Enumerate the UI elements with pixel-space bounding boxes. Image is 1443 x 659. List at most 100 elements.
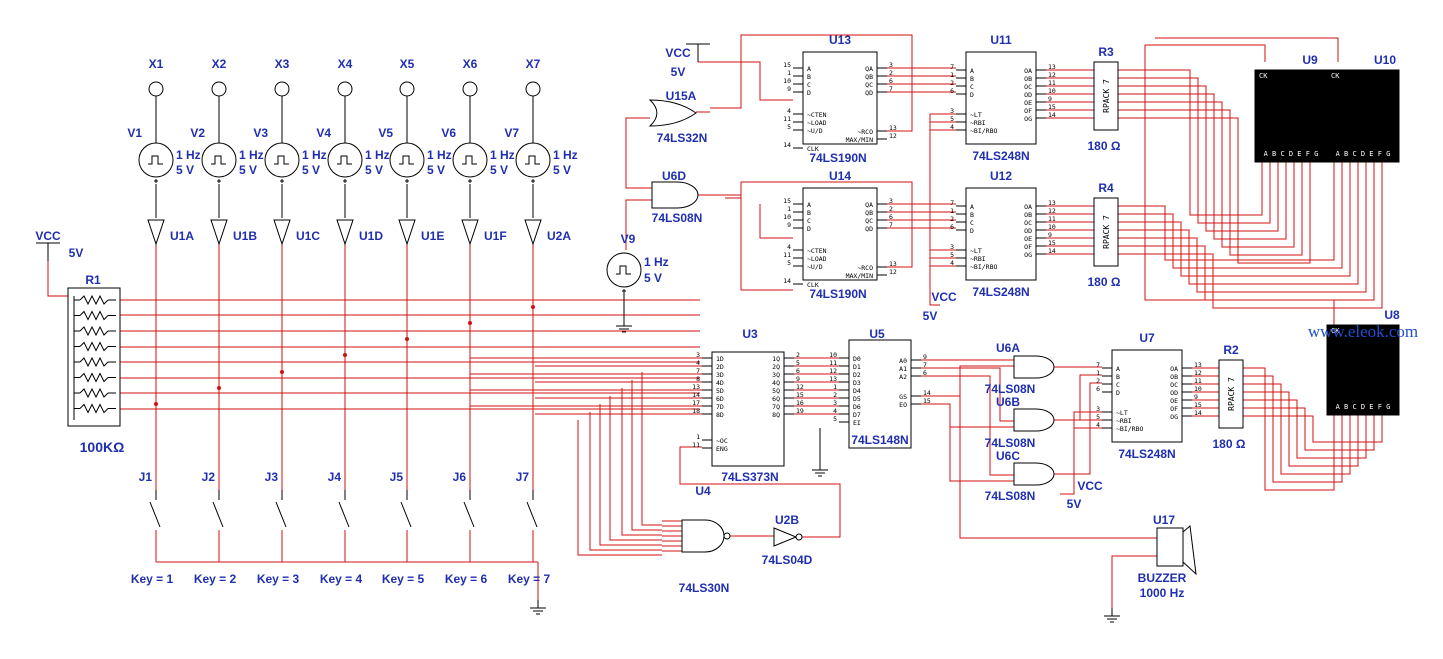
- pin-label: ~BI/RBO: [1116, 425, 1143, 433]
- vcc-voltage: 5V: [923, 309, 938, 323]
- clock-voltage: 5 V: [490, 163, 508, 177]
- rpack-part: RPACK 7: [1102, 215, 1111, 249]
- pin-label: OB: [1170, 373, 1178, 381]
- pin-label: 2D: [716, 363, 724, 371]
- pin-number: 1: [787, 205, 791, 213]
- counter-u13: [802, 51, 878, 145]
- switch-label: J2: [202, 470, 216, 484]
- pin-label: 5D: [716, 387, 724, 395]
- inverter-icon: [147, 219, 165, 246]
- v9-frequency: 1 Hz: [644, 255, 669, 269]
- inverter-icon: [461, 219, 479, 246]
- display-name: U9: [1302, 53, 1318, 67]
- u11-part: 74LS248N: [972, 149, 1029, 163]
- clock-voltage: 5 V: [302, 163, 320, 177]
- pin-number: 2: [833, 391, 837, 399]
- pin-label: ~LOAD: [807, 119, 827, 127]
- junction-dot: [405, 337, 409, 341]
- clock-name: V3: [253, 126, 268, 140]
- pin-label: C: [970, 83, 974, 91]
- probe-label: X3: [275, 57, 290, 71]
- u6a-part: 74LS08N: [985, 382, 1036, 396]
- vcc-icon: [686, 43, 710, 62]
- clock-source-icon: [452, 142, 488, 183]
- pin-label: 5Q: [772, 387, 780, 395]
- wire: [621, 388, 662, 536]
- wire: [1128, 109, 1303, 256]
- pin-label: QC: [865, 217, 873, 225]
- probe-icon: [399, 81, 415, 97]
- pin-label: OA: [1024, 67, 1032, 75]
- and-gate-u6b: [1013, 408, 1055, 432]
- pin-number: 11: [829, 359, 837, 367]
- pin-label: 8Q: [772, 411, 780, 419]
- wire: [463, 501, 475, 528]
- pin-number: 3: [696, 351, 700, 359]
- rpack-value: 180 Ω: [1088, 139, 1121, 153]
- pin-number: 11: [783, 115, 791, 123]
- pin-label: OE: [1024, 235, 1032, 243]
- junction-dot: [217, 386, 221, 390]
- junction-dot: [531, 305, 535, 309]
- pin-label: D5: [853, 395, 861, 403]
- display-segments: A B C D E F G: [1336, 403, 1391, 411]
- pin-label: B: [970, 75, 974, 83]
- nand-gate-u4: [681, 519, 725, 553]
- pin-label: OD: [1024, 227, 1032, 235]
- pin-number: 14: [1048, 247, 1056, 255]
- pin-label: A2: [899, 373, 907, 381]
- r1-value: 100KΩ: [80, 439, 125, 455]
- probe-label: X2: [212, 57, 227, 71]
- pin-label: 3Q: [772, 371, 780, 379]
- wire: [1253, 391, 1359, 467]
- pin-number: 13: [889, 260, 897, 268]
- pin-label: ~OC: [716, 437, 728, 445]
- wire: [1253, 367, 1335, 491]
- clock-frequency: 1 Hz: [239, 148, 264, 162]
- buzzer-name: U17: [1153, 513, 1175, 527]
- pin-number: 2: [889, 205, 893, 213]
- pin-number: 6: [950, 223, 954, 231]
- wire: [1128, 162, 1359, 285]
- pin-label: D: [807, 89, 811, 97]
- u6a-name: U6A: [996, 341, 1020, 355]
- pin-number: 11: [1048, 79, 1056, 87]
- pin-label: QB: [865, 73, 873, 81]
- ground-icon: [1104, 608, 1120, 623]
- pin-number: 11: [1194, 377, 1202, 385]
- wire: [275, 501, 287, 528]
- pin-number: 7: [950, 199, 954, 207]
- pin-number: 13: [1048, 63, 1056, 71]
- inverter-icon: [336, 219, 354, 246]
- pin-number: 2: [950, 215, 954, 223]
- pin-label: 4Q: [772, 379, 780, 387]
- wire: [1253, 375, 1343, 483]
- pin-label: OG: [1024, 251, 1032, 259]
- pin-label: D4: [853, 387, 861, 395]
- probe-label: X4: [338, 57, 353, 71]
- wire: [698, 61, 761, 100]
- u13-part: 74LS190N: [809, 151, 866, 165]
- rpack-part: RPACK 7: [1102, 79, 1111, 113]
- pin-label: OA: [1170, 365, 1178, 373]
- probe-icon: [211, 81, 227, 97]
- pin-label: OE: [1170, 397, 1178, 405]
- wire: [921, 403, 1014, 428]
- vcc-icon: [36, 242, 60, 261]
- key-label: Key = 5: [382, 572, 425, 586]
- pin-number: 13: [1048, 199, 1056, 207]
- pin-label: QC: [865, 81, 873, 89]
- resistor-icon: [79, 403, 109, 414]
- pin-label: QD: [865, 225, 873, 233]
- pin-label: OE: [1024, 99, 1032, 107]
- pin-label: EI: [853, 419, 861, 427]
- pin-number: 6: [889, 77, 893, 85]
- switch-label: J1: [139, 470, 153, 484]
- pin-number: 3: [833, 399, 837, 407]
- decoder-u12: [965, 187, 1037, 281]
- pin-label: A: [970, 203, 974, 211]
- clock-frequency: 1 Hz: [490, 148, 515, 162]
- clock-frequency: 1 Hz: [176, 148, 201, 162]
